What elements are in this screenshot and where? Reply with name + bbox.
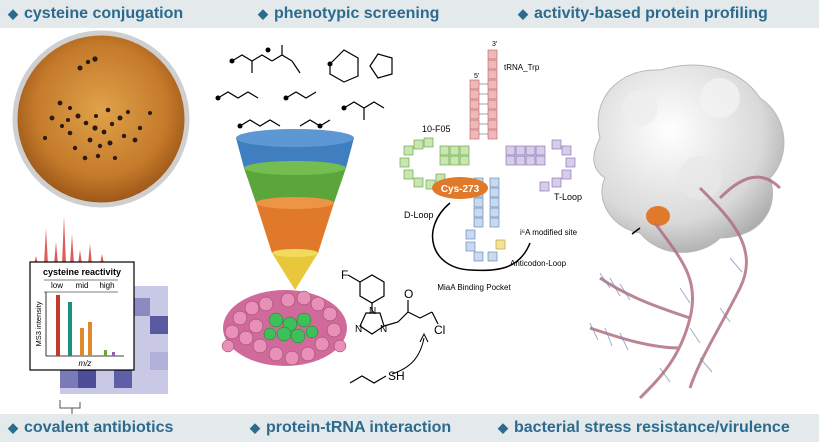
cys-273-label: Cys-273 xyxy=(441,184,480,195)
fragment-atom-labels xyxy=(215,47,347,129)
atom-o: O xyxy=(404,287,413,301)
electrophile-fragments xyxy=(217,45,393,127)
i6a-modified-base xyxy=(495,239,506,250)
protein-spacefill-image xyxy=(221,290,347,366)
bar-low-red xyxy=(56,295,60,356)
cys-273-oval xyxy=(432,177,488,199)
diamond-bullet-icon: ◆ xyxy=(8,6,18,21)
t-loop-label: T-Loop xyxy=(554,192,582,202)
atom-n2: N xyxy=(355,324,362,335)
trna-diagram: Cys-273 3' 5' tRNA_Trp 10-F05 D-Loop T-L… xyxy=(399,41,582,292)
anticodon-loop-label: Anticodon-Loop xyxy=(510,259,567,268)
chart-title: cysteine reactivity xyxy=(43,267,121,277)
top-header-band xyxy=(0,0,819,28)
diamond-bullet-icon: ◆ xyxy=(258,6,268,21)
atom-n3: N xyxy=(380,324,387,335)
diamond-bullet-icon: ◆ xyxy=(518,6,528,21)
modified-site-label: i⁶A modified site xyxy=(520,228,578,237)
binding-pocket-label: MiaA Binding Pocket xyxy=(437,283,511,292)
protein-surface-image xyxy=(589,64,785,400)
covalent-fragment-structure: F N N N O Cl SH xyxy=(341,268,445,384)
figure-artwork: cysteine reactivity low mid high MS3 int… xyxy=(12,30,785,414)
screening-funnel xyxy=(236,129,354,290)
diamond-bullet-icon: ◆ xyxy=(250,420,260,435)
diamond-bullet-icon: ◆ xyxy=(498,420,508,435)
cysteine-reactivity-chart: cysteine reactivity low mid high MS3 int… xyxy=(29,261,135,371)
bar-high-purple xyxy=(112,352,115,356)
trna-cartoon xyxy=(589,175,782,400)
trna-name: tRNA_Trp xyxy=(504,63,540,72)
header-phenotypic-screening: ◆phenotypic screening xyxy=(258,5,440,22)
header-bacterial-stress-resistance: ◆bacterial stress resistance/virulence xyxy=(498,419,790,436)
level-low: low xyxy=(51,281,63,290)
atom-n1: N xyxy=(369,306,376,317)
header-activity-based-protein-profiling: ◆activity-based protein profiling xyxy=(518,5,768,22)
chart-xlabel: m/z xyxy=(79,359,92,368)
bar-mid-orange xyxy=(80,328,84,356)
trna-3prime: 3' xyxy=(492,41,497,48)
trna-5prime: 5' xyxy=(474,73,479,80)
level-high: high xyxy=(99,281,114,290)
bar-high-green xyxy=(104,350,107,356)
header-protein-trna-interaction: ◆protein-tRNA interaction xyxy=(250,419,452,436)
atom-cl: Cl xyxy=(434,323,445,337)
bottom-header-band xyxy=(0,414,819,442)
chart-ylabel: MS3 intensity xyxy=(34,301,43,346)
header-cysteine-conjugation: ◆cysteine conjugation xyxy=(8,5,184,22)
cysteine-site-highlight xyxy=(646,206,670,226)
atom-sh: SH xyxy=(388,369,405,383)
bar-mid-orange2 xyxy=(88,322,92,356)
atom-f: F xyxy=(341,268,348,282)
diamond-bullet-icon: ◆ xyxy=(8,420,18,435)
bar-low-teal xyxy=(68,302,72,356)
mass-spectrum-trace xyxy=(28,216,130,264)
fragment-id: 10-F05 xyxy=(422,124,451,134)
header-covalent-antibiotics: ◆covalent antibiotics xyxy=(8,419,174,436)
petri-dish-image xyxy=(12,30,190,208)
level-mid: mid xyxy=(76,281,89,290)
d-loop-label: D-Loop xyxy=(404,210,434,220)
